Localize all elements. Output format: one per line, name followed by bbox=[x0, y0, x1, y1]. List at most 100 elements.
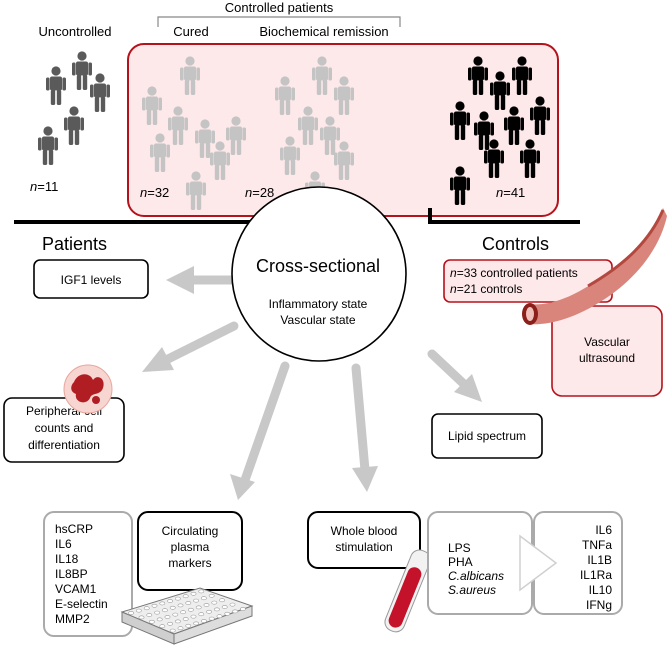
plate-well bbox=[146, 613, 153, 617]
plate-well bbox=[177, 603, 184, 608]
plate-well bbox=[180, 610, 186, 615]
whole-blood-box bbox=[307, 511, 421, 569]
plate-well bbox=[151, 603, 158, 608]
vascular-ultrasound-box bbox=[551, 305, 663, 397]
plate-well bbox=[198, 612, 205, 617]
plate-well bbox=[182, 617, 189, 621]
cytokine: IL10 bbox=[589, 583, 613, 597]
peripheral-cell-box bbox=[3, 397, 125, 463]
remission-n: n=28 bbox=[245, 185, 274, 200]
plate-well bbox=[174, 596, 181, 601]
plate-well bbox=[148, 619, 155, 624]
controls-n: n=41 bbox=[496, 185, 525, 200]
plate-well bbox=[128, 611, 134, 615]
plate-well bbox=[219, 598, 225, 603]
connection-arrows bbox=[142, 266, 482, 500]
vascular-ultrasound-line1: Vascular bbox=[584, 335, 630, 349]
plate-well bbox=[185, 623, 192, 628]
plate-well bbox=[138, 615, 145, 620]
plate-well bbox=[221, 605, 228, 609]
plate-well bbox=[143, 606, 150, 611]
arrow-to-lipid bbox=[427, 349, 482, 402]
controls-info-line1: n=33 controlled patients bbox=[450, 266, 578, 280]
plate-well bbox=[224, 611, 231, 616]
plate-well bbox=[164, 615, 171, 619]
stimulation-arrow-icon bbox=[519, 534, 558, 592]
peripheral-line2: counts and bbox=[35, 421, 94, 435]
stimulus: S.aureus bbox=[448, 583, 496, 597]
plate-well bbox=[172, 612, 179, 617]
plate-well bbox=[187, 607, 194, 612]
stimulus: C.albicans bbox=[448, 569, 504, 583]
plasma-markers-list: hsCRP IL6 IL18 IL8BP VCAM1 E-selectin MM… bbox=[55, 522, 108, 626]
peripheral-line3: differentiation bbox=[28, 438, 100, 452]
controls-info-line2: n=21 controls bbox=[450, 282, 522, 296]
cross-sectional-title: Cross-sectional bbox=[256, 256, 380, 276]
biochemical-remission-label: Biochemical remission bbox=[259, 24, 388, 39]
plate-well bbox=[208, 616, 215, 621]
whole-blood-line1: Whole blood bbox=[331, 524, 398, 538]
plate-well bbox=[169, 628, 176, 633]
stimulus: PHA bbox=[448, 555, 473, 569]
cross-sectional-circle bbox=[231, 186, 407, 362]
well-plate-illustration bbox=[120, 587, 254, 645]
plate-well bbox=[206, 609, 212, 614]
plate-well bbox=[198, 589, 205, 594]
plate-well bbox=[239, 607, 246, 611]
plate-well bbox=[169, 605, 176, 610]
plate-well bbox=[161, 608, 168, 613]
plasma-marker: IL18 bbox=[55, 552, 79, 566]
controlled-patients-label: Controlled patients bbox=[225, 0, 334, 15]
cytokine: IFNg bbox=[586, 598, 612, 612]
white-blood-cell-illustration bbox=[63, 364, 113, 414]
plasma-marker: VCAM1 bbox=[55, 582, 97, 596]
plate-well bbox=[177, 626, 184, 631]
whole-blood-line2: stimulation bbox=[335, 540, 392, 554]
plate-well bbox=[216, 614, 223, 619]
cured-label: Cured bbox=[173, 24, 208, 39]
plate-well bbox=[232, 609, 238, 614]
plate-well bbox=[174, 619, 181, 624]
cured-n: n=32 bbox=[140, 185, 169, 200]
plasma-marker: E-selectin bbox=[55, 597, 108, 611]
plasma-marker: IL6 bbox=[55, 537, 72, 551]
uncontrolled-people-icons bbox=[38, 51, 110, 165]
controlled-bracket bbox=[157, 16, 401, 27]
circulating-markers-box bbox=[137, 511, 243, 591]
plate-well bbox=[135, 608, 142, 613]
plate-well bbox=[213, 607, 220, 612]
patients-header: Patients bbox=[42, 234, 107, 254]
stimulus: LPS bbox=[448, 541, 471, 555]
stimuli-box bbox=[427, 511, 533, 615]
plate-well bbox=[159, 601, 166, 606]
uncontrolled-n: n=11 bbox=[30, 179, 58, 194]
inflammatory-state-label: Inflammatory state bbox=[269, 297, 368, 311]
plate-well bbox=[190, 614, 197, 619]
circulating-line2: plasma bbox=[171, 540, 210, 554]
plate-well bbox=[193, 598, 199, 603]
plate-well bbox=[203, 603, 210, 607]
plasma-marker: IL8BP bbox=[55, 567, 88, 581]
plate-well bbox=[159, 624, 166, 629]
arrow-to-igf1 bbox=[166, 266, 239, 294]
cytokine: IL1Ra bbox=[580, 568, 612, 582]
plasma-marker: hsCRP bbox=[55, 522, 93, 536]
plate-well bbox=[185, 601, 192, 605]
arrow-to-peripheral bbox=[142, 321, 239, 372]
lipid-spectrum-box bbox=[431, 413, 543, 459]
blood-vessel-illustration bbox=[522, 208, 667, 325]
blood-tube-illustration bbox=[384, 549, 431, 633]
plate-well bbox=[229, 602, 236, 607]
circulating-line1: Circulating bbox=[162, 524, 219, 538]
plate-well bbox=[208, 593, 215, 598]
plate-well bbox=[182, 594, 189, 599]
uncontrolled-label: Uncontrolled bbox=[39, 24, 112, 39]
plate-well bbox=[167, 599, 173, 603]
controls-header: Controls bbox=[482, 234, 549, 254]
igf1-box bbox=[33, 259, 149, 299]
lipid-spectrum-label: Lipid spectrum bbox=[448, 429, 526, 443]
plasma-marker: MMP2 bbox=[55, 612, 90, 626]
arrow-to-whole-blood bbox=[351, 363, 378, 492]
plate-well bbox=[193, 621, 199, 626]
